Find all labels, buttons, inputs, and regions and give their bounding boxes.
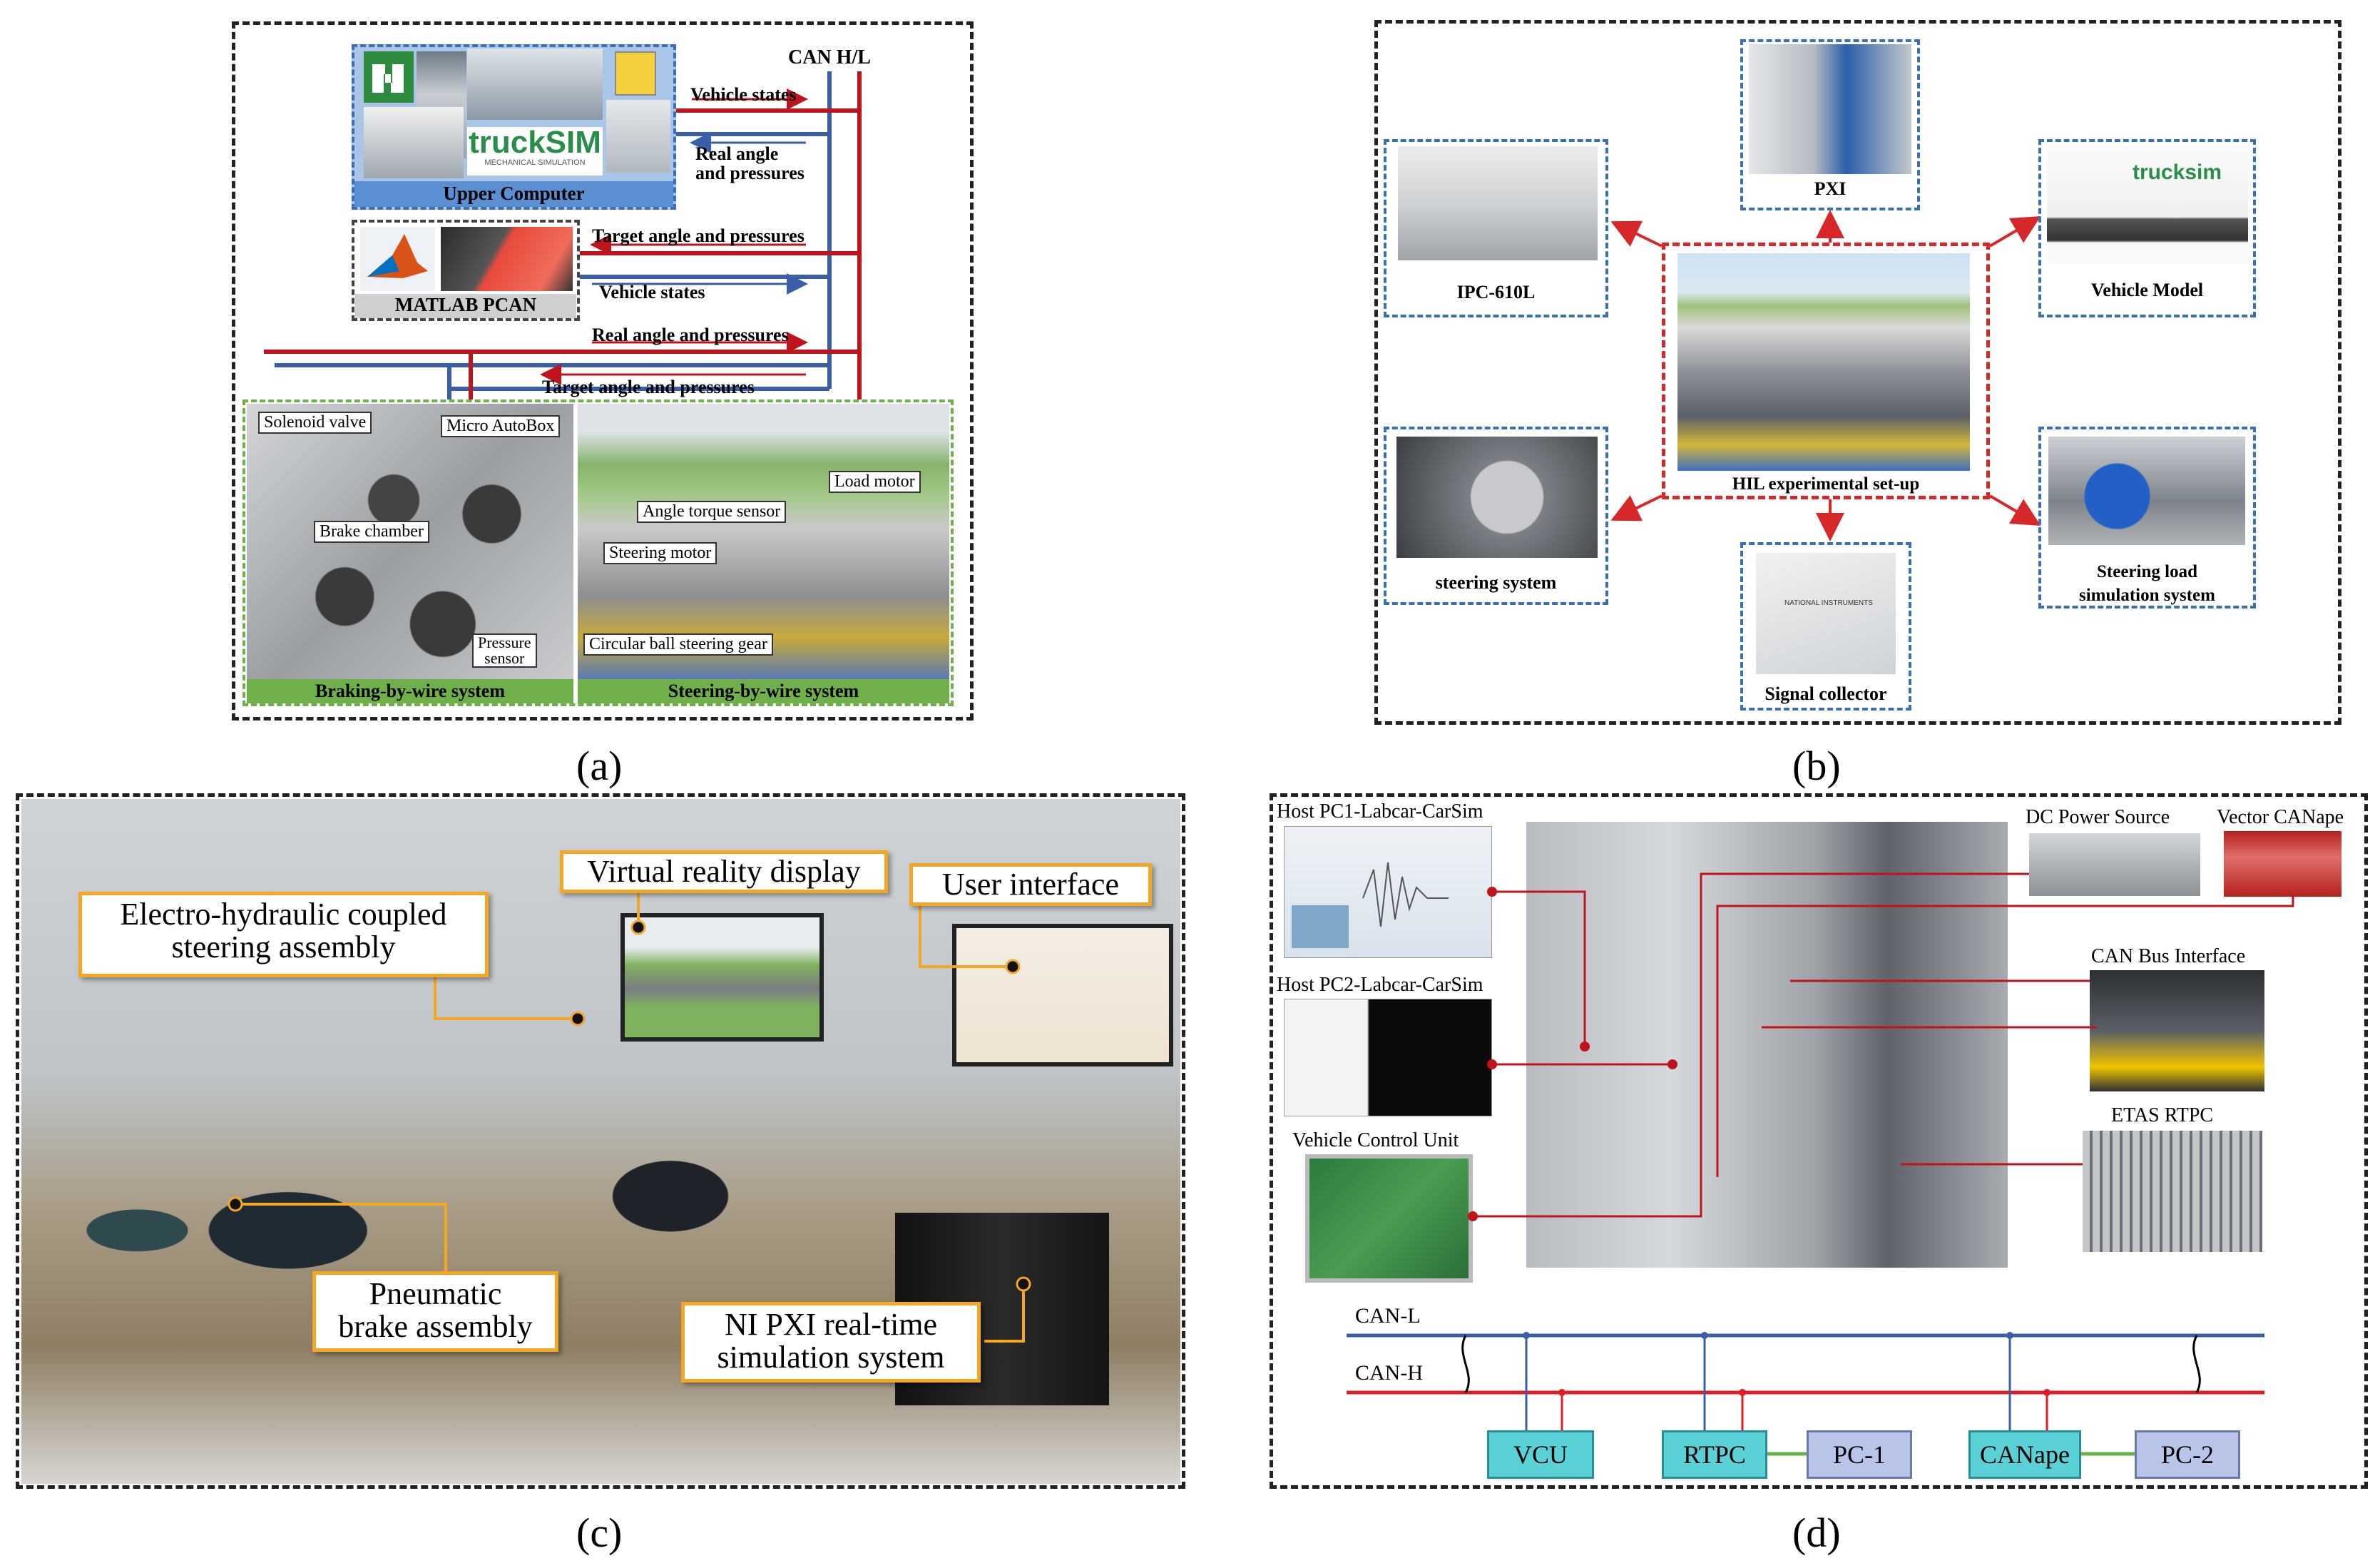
host-pc1-label: Host PC1-Labcar-CarSim (1277, 800, 1483, 823)
equipment-photo-4 (364, 107, 464, 178)
matlab-pcan-bar (355, 294, 576, 318)
can-bus-photo (2090, 970, 2264, 1091)
host-pc2-screen (1284, 999, 1492, 1116)
can-bus-label: CAN Bus Interface (2091, 945, 2246, 967)
load-sim-label: Steering load simulation system (2079, 562, 2215, 605)
arrow-label-vehicle-states-2: Vehicle states (599, 282, 705, 302)
can-h-label: CAN-H (1355, 1361, 1423, 1385)
braking-system-block (242, 399, 954, 706)
signal-collector-frame (1740, 542, 1911, 711)
ipc-photo (1398, 146, 1598, 260)
panel-a (232, 21, 974, 721)
steering-gear-label: Circular ball steering gear (583, 633, 773, 656)
vehicle-model-label: Vehicle Model (2090, 280, 2204, 300)
micro-autobox-label: Micro AutoBox (441, 415, 561, 437)
matlab-pcan-label: MATLAB PCAN (394, 294, 537, 315)
panel-b (1374, 20, 2341, 725)
brake-chamber-label: Brake chamber (314, 521, 429, 543)
signal-collector-photo: NATIONAL INSTRUMENTS (1756, 553, 1896, 674)
pcan-device-photo (441, 227, 573, 291)
load-sim-frame (2038, 427, 2256, 609)
dc-power-photo (2029, 833, 2200, 896)
ipc-label: IPC-610L (1456, 282, 1536, 302)
arrow-label-vehicle-states-1: Vehicle states (690, 84, 797, 105)
pxi-frame (1740, 39, 1920, 210)
caption-b: (b) (1792, 743, 1841, 789)
dc-power-label: DC Power Source (2026, 806, 2170, 828)
trucksim-logo-sub: MECHANICAL SIMULATION (484, 158, 586, 167)
ipc-frame (1384, 139, 1608, 317)
arrow-label-target-angle-2: Target angle and pressures (542, 377, 755, 397)
vcu-photo (1305, 1154, 1473, 1283)
node-pc2: PC-2 (2135, 1430, 2240, 1479)
hil-label: HIL experimental set-up (1732, 474, 1920, 494)
host-pc2-label: Host PC2-Labcar-CarSim (1277, 974, 1483, 996)
node-vcu: VCU (1487, 1430, 1594, 1479)
steering-system-b-label: steering system (1435, 572, 1557, 593)
vector-label: Vector CANape (2217, 806, 2344, 828)
equipment-photo-3 (606, 100, 670, 173)
hil-photo (1677, 253, 1970, 471)
arrow-label-real-angle-2: Real angle and pressures (592, 325, 789, 345)
vr-display-screen (620, 913, 824, 1042)
truck-logo-text: trucksim (2133, 161, 2222, 184)
user-interface-label: User interface (909, 863, 1152, 906)
labview-icon (615, 51, 656, 96)
matlab-logo (360, 227, 435, 291)
hil-frame (1662, 243, 1990, 499)
node-canape: CANape (1968, 1430, 2081, 1479)
steering-assembly-label: Electro-hydraulic coupled steering assem… (78, 892, 489, 977)
load-motor-label: Load motor (829, 471, 921, 493)
caption-c: (c) (576, 1509, 623, 1556)
steering-motor-label: Steering motor (603, 542, 717, 564)
equipment-photo-2 (467, 49, 603, 120)
brake-assembly-label: Pneumatic brake assembly (312, 1271, 558, 1352)
upper-computer-bar (354, 181, 673, 207)
signal-collector-logo: NATIONAL INSTRUMENTS (1784, 599, 1873, 607)
truck-photo: trucksim (2047, 146, 2248, 264)
can-hl-label: CAN H/L (788, 46, 871, 68)
caption-a: (a) (576, 743, 623, 789)
host-pc1-screen (1284, 826, 1492, 958)
pxi-photo (1749, 44, 1911, 174)
panel-c (16, 793, 1185, 1489)
braking-bar (247, 679, 573, 703)
solenoid-valve-label: Solenoid valve (258, 412, 372, 434)
steering-system-photo (578, 404, 949, 679)
node-rtpc: RTPC (1662, 1430, 1767, 1479)
ni-logo (364, 51, 414, 103)
caption-d: (d) (1792, 1509, 1841, 1556)
steering-system-label: Steering-by-wire system (668, 681, 859, 701)
can-l-label: CAN-L (1355, 1304, 1421, 1328)
trucksim-logo-text: truckSIM (469, 125, 601, 160)
ni-pxi-label: NI PXI real-time simulation system (681, 1302, 981, 1383)
vcu-photo-label: Vehicle Control Unit (1292, 1129, 1459, 1151)
braking-system-label: Braking-by-wire system (315, 681, 505, 701)
steering-system-frame (1384, 427, 1608, 605)
pressure-sensor-label: Pressure sensor (472, 633, 537, 668)
vr-display-label: Virtual reality display (560, 850, 888, 893)
panel-d (1270, 793, 2368, 1489)
load-sim-photo (2048, 437, 2245, 545)
node-pc1: PC-1 (1807, 1430, 1912, 1479)
upper-computer-label: Upper Computer (443, 183, 585, 204)
angle-torque-sensor-label: Angle torque sensor (637, 501, 787, 523)
arrow-label-real-angle-1: Real angle and pressures (695, 143, 805, 183)
arrow-label-target-angle-1: Target angle and pressures (592, 225, 805, 246)
vehicle-model-frame (2038, 139, 2256, 317)
lab-rack-photo (1526, 822, 2008, 1268)
steering-bar (578, 679, 949, 703)
steering-system-b-photo (1396, 437, 1598, 558)
etas-photo (2083, 1131, 2262, 1252)
vector-photo (2224, 831, 2341, 897)
signal-collector-label: Signal collector (1764, 683, 1887, 704)
etas-label: ETAS RTPC (2111, 1104, 2214, 1126)
pxi-label: PXI (1814, 178, 1847, 199)
user-interface-screen (952, 924, 1173, 1066)
trucksim-logo: truckSIM MECHANICAL SIMULATION (467, 127, 603, 175)
